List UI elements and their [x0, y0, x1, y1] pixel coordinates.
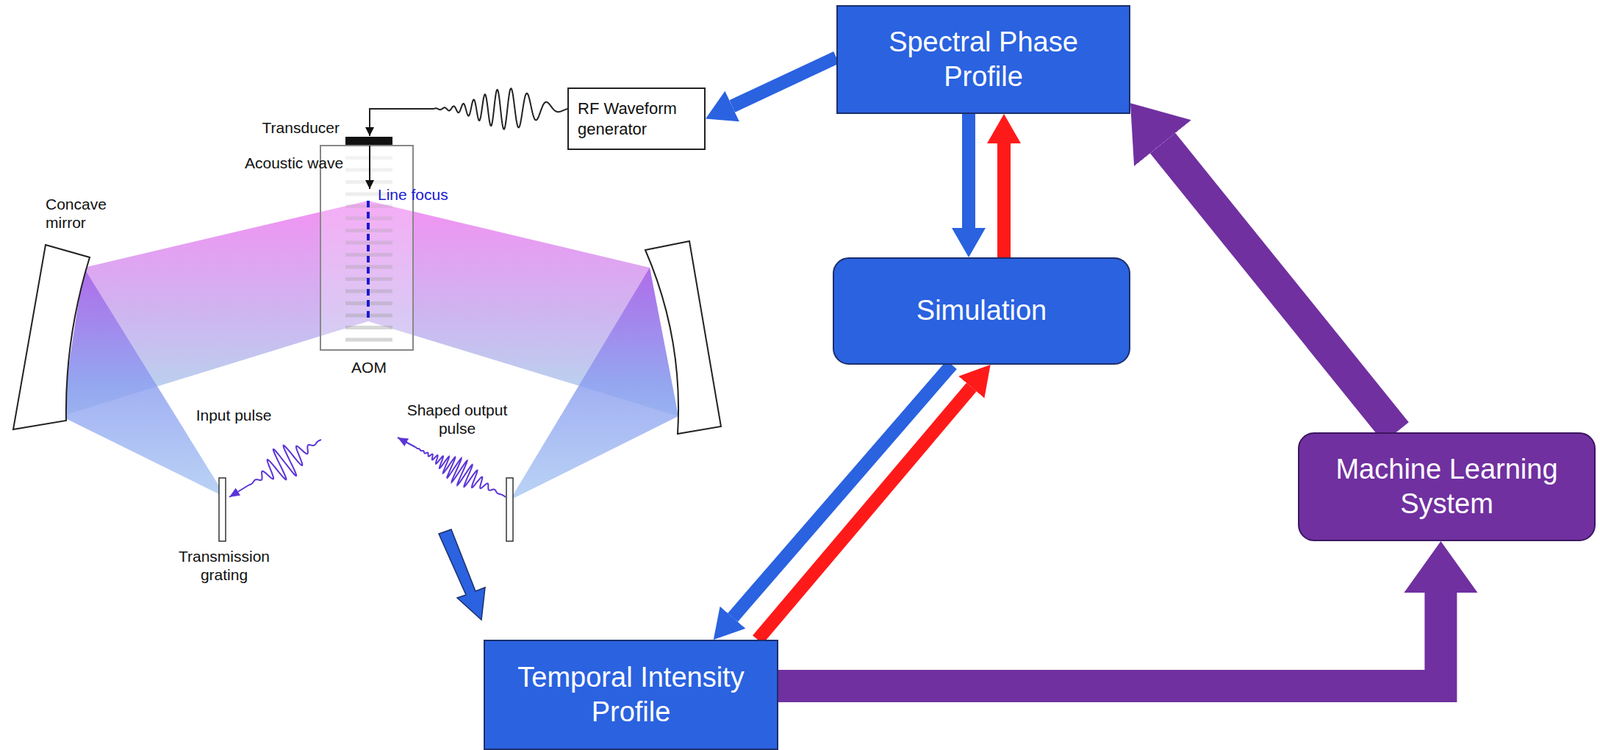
flow-arrow	[1162, 143, 1397, 433]
node-text: Simulation	[916, 293, 1047, 329]
flow-arrow	[732, 57, 837, 106]
acoustic-stripe	[345, 241, 393, 245]
rf-signal	[433, 88, 568, 129]
flow-arrow	[778, 592, 1457, 686]
device-box: RF Waveform generator	[567, 87, 706, 150]
part-label: Line focus	[377, 185, 449, 204]
acoustic-stripe	[345, 338, 393, 342]
part-label: Input pulse	[196, 405, 272, 425]
beam-cone	[510, 267, 679, 500]
node-text: Temporal Intensity Profile	[495, 659, 767, 730]
pulse-arrow	[397, 437, 416, 447]
node-text: Machine Learning System	[1311, 451, 1583, 522]
acoustic-arrow	[368, 145, 371, 189]
output-arrow	[438, 529, 486, 620]
part-label: Concave mirror	[45, 194, 127, 232]
rf-wire	[369, 108, 434, 136]
flow-arrow	[997, 143, 1011, 258]
line-focus	[366, 200, 370, 322]
flow-arrow	[757, 387, 972, 640]
beam-cone	[61, 267, 227, 498]
transducer	[345, 136, 393, 145]
transmission-grating	[219, 477, 226, 541]
part-label: Shaped output pulse	[387, 400, 527, 438]
concave-mirror	[645, 241, 721, 434]
process-box: Temporal Intensity Profile	[483, 639, 779, 750]
node-text: RF Waveform generator	[577, 98, 696, 139]
process-box: Simulation	[832, 257, 1131, 365]
part-label: AOM	[351, 357, 387, 377]
node-text: Spectral Phase Profile	[849, 24, 1118, 95]
transmission-grating	[506, 477, 513, 541]
part-label: Transducer	[262, 118, 340, 137]
pulse-arrow	[229, 485, 249, 497]
aom-crystal	[320, 145, 414, 350]
flow-arrow	[732, 364, 952, 618]
process-box: Spectral Phase Profile	[836, 5, 1131, 114]
concave-mirror	[13, 244, 90, 430]
part-label: Transmission grating	[169, 546, 280, 584]
part-label: Acoustic wave	[244, 153, 344, 172]
input-pulse	[248, 439, 322, 486]
output-pulse	[415, 446, 506, 497]
process-box: Machine Learning System	[1297, 432, 1596, 541]
acoustic-stripe	[345, 325, 393, 330]
flow-arrow	[962, 113, 976, 228]
